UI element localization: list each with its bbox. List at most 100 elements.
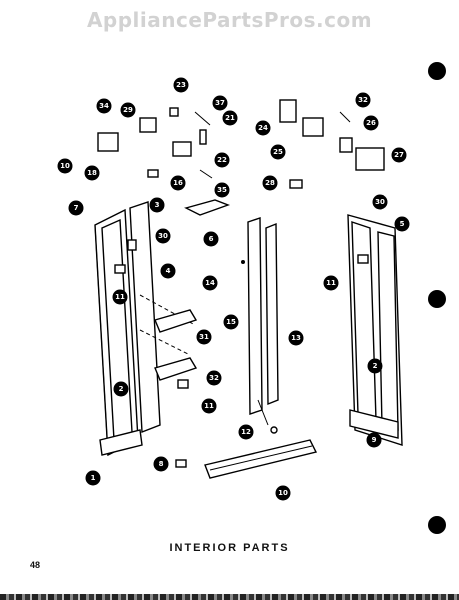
svg-text:4: 4	[166, 267, 171, 275]
part-8	[175, 459, 187, 468]
svg-text:11: 11	[115, 293, 125, 301]
callout: 6	[203, 231, 219, 247]
svg-text:25: 25	[273, 148, 283, 156]
part-25	[302, 117, 324, 137]
left-strip	[129, 201, 161, 434]
svg-text:32: 32	[358, 96, 368, 104]
clip-30	[127, 239, 137, 251]
svg-text:12: 12	[241, 428, 251, 436]
svg-text:1: 1	[91, 474, 96, 482]
svg-text:32: 32	[209, 374, 219, 382]
svg-text:14: 14	[205, 279, 215, 287]
bracket-9	[349, 409, 399, 439]
callout: 35	[214, 182, 230, 198]
callout: 7	[68, 200, 84, 216]
svg-text:28: 28	[265, 179, 275, 187]
svg-text:13: 13	[291, 334, 301, 342]
svg-text:26: 26	[366, 119, 376, 127]
svg-text:23: 23	[176, 81, 186, 89]
callout: 27	[391, 147, 407, 163]
callout: 32	[355, 92, 371, 108]
bracket-6	[184, 199, 231, 216]
svg-text:34: 34	[99, 102, 109, 110]
part-23	[169, 107, 179, 117]
svg-text:35: 35	[217, 186, 227, 194]
callout: 34	[96, 98, 112, 114]
svg-text:18: 18	[87, 169, 97, 177]
svg-text:3: 3	[155, 201, 160, 209]
callout: 4	[160, 263, 176, 279]
callout: 32	[206, 370, 222, 386]
callout: 37	[212, 95, 228, 111]
screw-14	[241, 260, 245, 264]
callout: 31	[196, 329, 212, 345]
svg-text:30: 30	[375, 198, 385, 206]
svg-text:10: 10	[278, 489, 288, 497]
scan-edge	[0, 594, 459, 600]
callout: 30	[155, 228, 171, 244]
part-22	[172, 141, 192, 157]
svg-text:15: 15	[226, 318, 236, 326]
callout: 8	[153, 456, 169, 472]
svg-text:11: 11	[326, 279, 336, 287]
svg-text:29: 29	[123, 106, 133, 114]
svg-text:9: 9	[372, 436, 377, 444]
svg-text:31: 31	[199, 333, 209, 341]
svg-text:5: 5	[400, 220, 405, 228]
callout: 9	[366, 432, 382, 448]
svg-text:22: 22	[217, 156, 227, 164]
callout: 12	[238, 424, 254, 440]
shelf-32	[154, 357, 198, 381]
callout: 26	[363, 115, 379, 131]
rail-13	[265, 222, 279, 406]
svg-text:24: 24	[258, 124, 268, 132]
svg-text:21: 21	[225, 114, 235, 122]
svg-text:2: 2	[373, 362, 378, 370]
part-27	[355, 147, 385, 171]
punch-hole	[428, 62, 446, 80]
callout: 11	[323, 275, 339, 291]
callout: 11	[201, 398, 217, 414]
callout: 5	[394, 216, 410, 232]
part-26	[339, 137, 353, 153]
callout: 2	[113, 381, 129, 397]
callout: 24	[255, 120, 271, 136]
callout: 18	[84, 165, 100, 181]
part-16	[147, 169, 159, 178]
callout: 16	[170, 175, 186, 191]
callout: 30	[372, 194, 388, 210]
housing-18	[97, 132, 119, 152]
svg-text:37: 37	[215, 99, 225, 107]
callout: 23	[173, 77, 189, 93]
diagram-caption: INTERIOR PARTS	[169, 542, 290, 554]
callout: 1	[85, 470, 101, 486]
part-21	[199, 129, 207, 145]
svg-text:2: 2	[119, 385, 124, 393]
callout: 29	[120, 102, 136, 118]
svg-text:30: 30	[158, 232, 168, 240]
callout: 15	[223, 314, 239, 330]
svg-text:6: 6	[209, 235, 214, 243]
svg-text:10: 10	[60, 162, 70, 170]
watermark: AppliancePartsPros.com	[86, 8, 373, 32]
callout: 22	[214, 152, 230, 168]
punch-hole	[428, 516, 446, 534]
svg-text:8: 8	[159, 460, 164, 468]
svg-text:11: 11	[204, 402, 214, 410]
svg-text:27: 27	[394, 151, 404, 159]
shelf-31	[154, 309, 198, 333]
page-number: 48	[30, 560, 41, 570]
callout: 28	[262, 175, 278, 191]
callout: 2	[367, 358, 383, 374]
callout: 11	[112, 289, 128, 305]
callout: 3	[149, 197, 165, 213]
callout: 10	[275, 485, 291, 501]
grille-10	[204, 439, 318, 479]
part-28	[289, 179, 303, 189]
bottom-bracket-left	[99, 429, 143, 456]
callout: 14	[202, 275, 218, 291]
callout: 21	[222, 110, 238, 126]
